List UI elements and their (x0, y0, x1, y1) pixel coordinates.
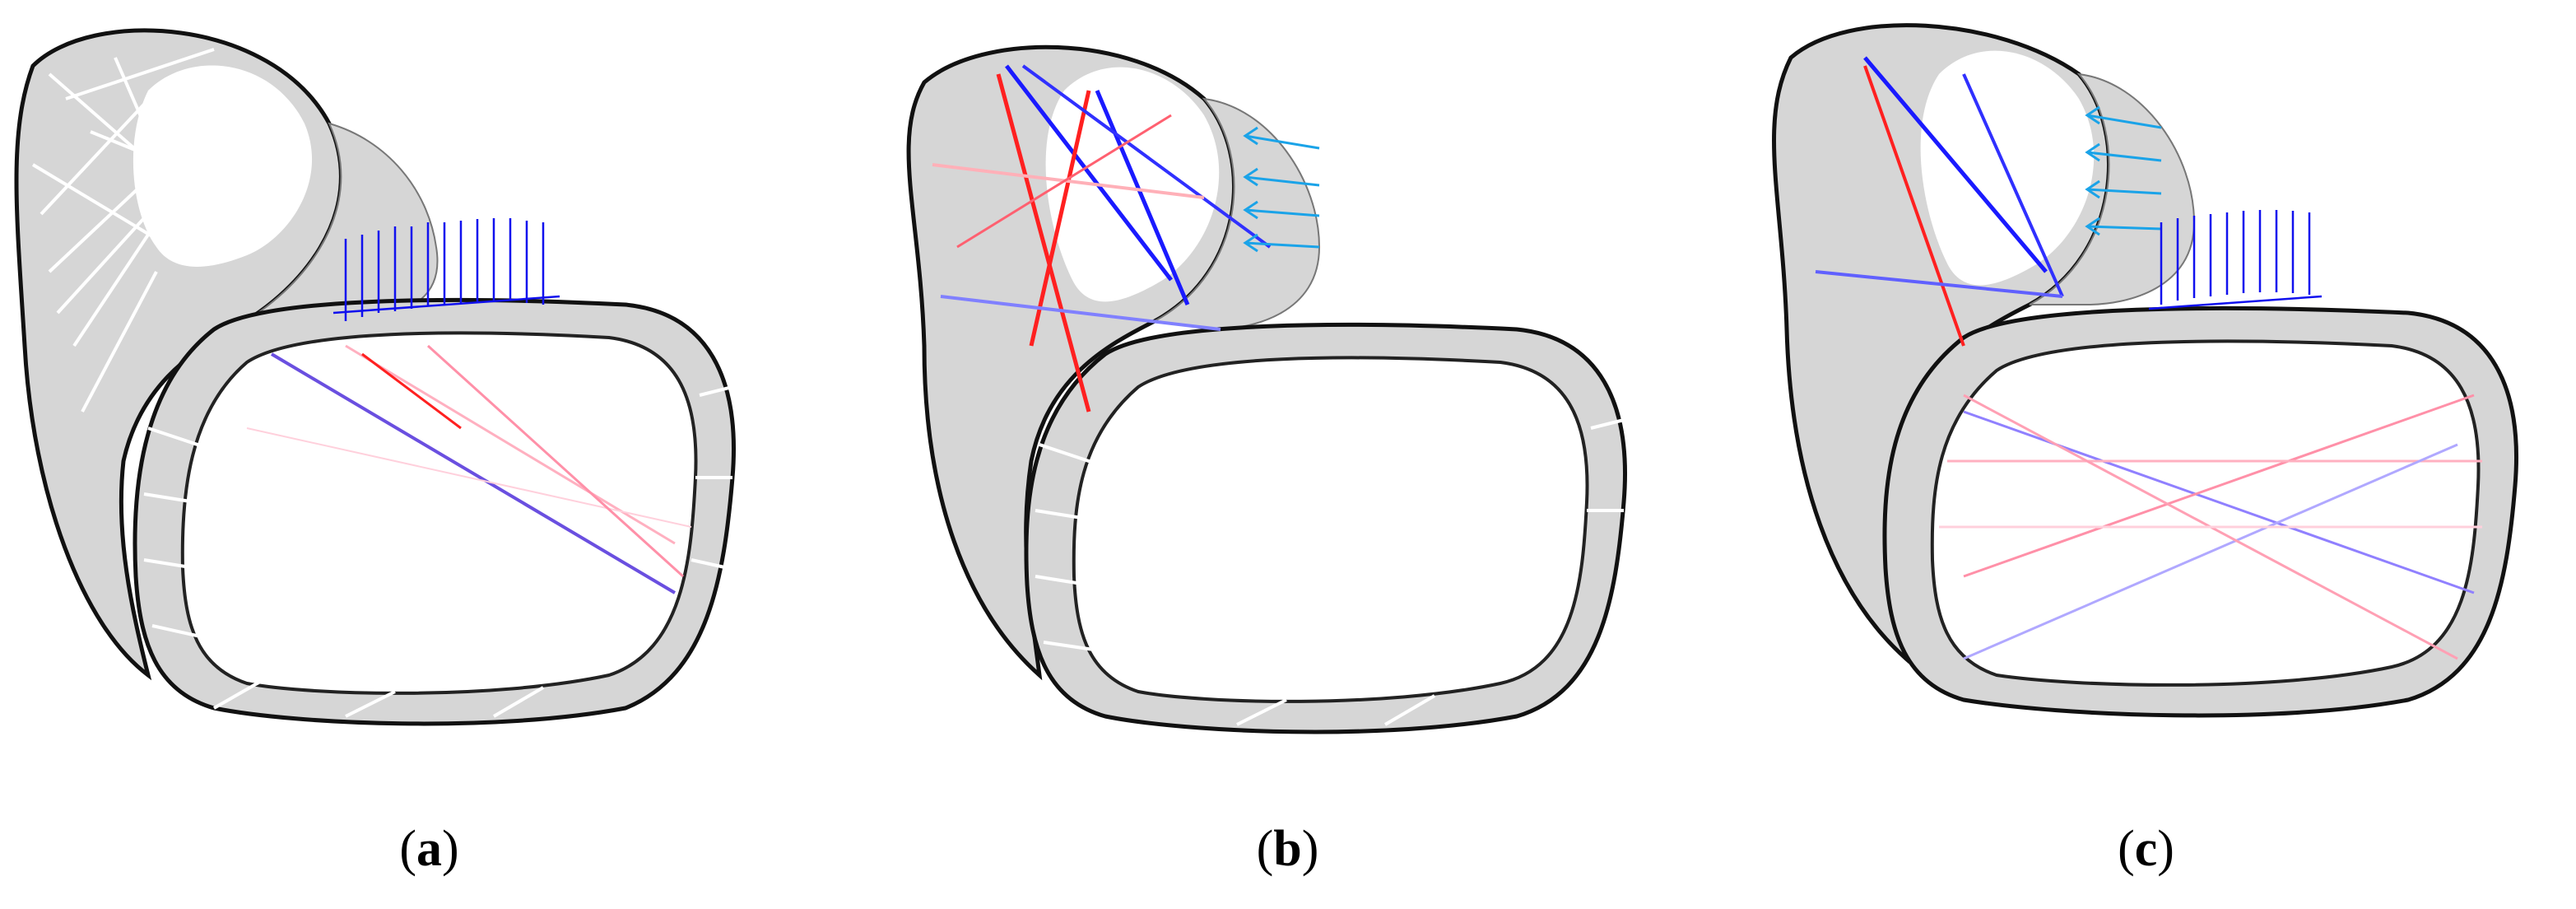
horizontal-load-arrows (1243, 126, 1320, 253)
cables-front (143, 385, 733, 718)
diagram-c (1772, 23, 2518, 718)
shell-front-inner (180, 331, 698, 695)
shell-back-side (2029, 72, 2196, 305)
vertical-load-arrows (2148, 210, 2323, 310)
inner-opening (1045, 67, 1220, 302)
cables-back (31, 48, 272, 413)
inner-opening (133, 65, 313, 267)
inner-opening (1920, 50, 2095, 286)
stressed-cables (1815, 56, 2482, 660)
diagram-b (906, 44, 1627, 734)
shell-back-side (1151, 97, 1321, 331)
cables-front (1035, 418, 1625, 726)
shell-front-inner (1072, 356, 1589, 703)
caption-b: (b) (1256, 821, 1319, 877)
vertical-load-arrows (332, 218, 560, 321)
caption-c: (c) (2118, 821, 2174, 877)
shell-front-inner (1930, 339, 2481, 687)
diagram-a (14, 28, 736, 726)
caption-a: (a) (399, 821, 459, 877)
panel-c: (c) (1717, 0, 2575, 909)
panel-b: (b) (858, 0, 1717, 909)
stressed-cables (932, 64, 1272, 413)
horizontal-load-arrows (2085, 105, 2162, 236)
stressed-cables (246, 344, 692, 594)
panel-a: (a) (0, 0, 858, 909)
